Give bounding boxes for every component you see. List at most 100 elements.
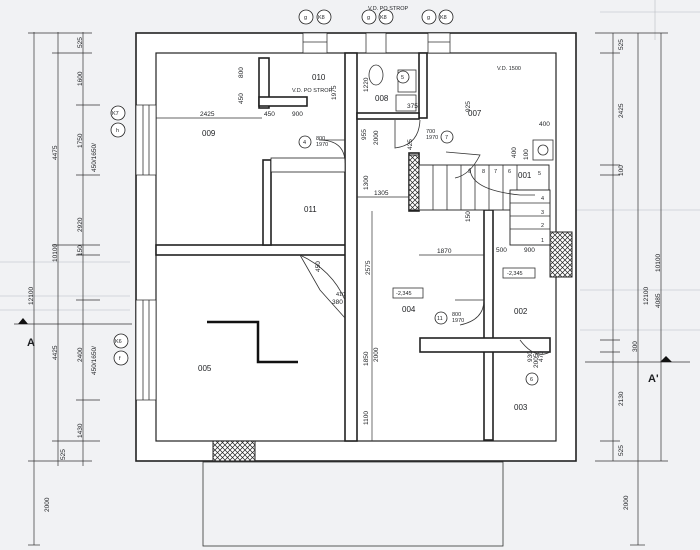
dim-400b: 400 xyxy=(511,147,518,158)
step-5: 5 xyxy=(538,171,541,177)
dim-2425: 2425 xyxy=(200,111,215,118)
note-vd-po-strop-1: V.D. PO STROP xyxy=(292,88,332,94)
grid-k8c: K8 xyxy=(440,15,447,21)
dim-left-10100: 10100 xyxy=(52,244,59,262)
dim-1975: 1975 xyxy=(331,85,338,100)
door-4: 4 xyxy=(303,140,306,146)
level-002: -2,345 xyxy=(507,271,523,277)
dim-left-12100: 12100 xyxy=(28,287,35,305)
dim-425: 425 xyxy=(407,139,414,150)
dim-450c: 450 xyxy=(315,261,322,272)
dim-400a: 400 xyxy=(539,121,550,128)
dim-left-525-bot: 525 xyxy=(60,449,67,460)
section-a-right: A' xyxy=(648,373,659,385)
dim-right-2000: 2000 xyxy=(623,495,630,510)
door-swings xyxy=(299,119,551,355)
dim-450b: 450 xyxy=(264,111,275,118)
step-1: 1 xyxy=(541,238,544,244)
dim-left-2920: 2920 xyxy=(77,217,84,232)
dim-900: 900 xyxy=(292,111,303,118)
dim-left-2000: 2000 xyxy=(44,497,51,512)
dim-930: 930 xyxy=(527,351,534,362)
dim-left-4425: 4425 xyxy=(52,345,59,360)
dim-right-4085: 4085 xyxy=(655,293,662,308)
dim-right-2130: 2130 xyxy=(618,391,625,406)
room-labels: 009 010 008 007 011 001 004 002 005 003 xyxy=(198,73,532,412)
dim-150a: 150 xyxy=(465,211,472,222)
dim-1850: 1850 xyxy=(363,351,370,366)
dim-left-1600: 1600 xyxy=(77,71,84,86)
grid-k7: K7 xyxy=(112,111,119,117)
interior-dimensions: 2425 800 450 450 900 1975 1220 375 925 2… xyxy=(156,67,550,441)
room-004: 004 xyxy=(402,305,416,314)
dim-2575: 2575 xyxy=(365,260,372,275)
dim-1305: 1305 xyxy=(374,190,389,197)
dim-1220: 1220 xyxy=(363,77,370,92)
dim-900b: 900 xyxy=(524,247,535,254)
dim-right-100: 100 xyxy=(618,165,625,176)
dim-2005: 2005 xyxy=(533,353,540,368)
dim-925: 925 xyxy=(465,101,472,112)
door-7: 7 xyxy=(445,135,448,141)
dim-955: 955 xyxy=(361,129,368,140)
dim-500: 500 xyxy=(496,247,507,254)
dim-right-525-bot: 525 xyxy=(618,445,625,456)
dim-100: 100 xyxy=(523,149,530,160)
dim-left-150: 150 xyxy=(77,245,84,256)
room-009: 009 xyxy=(202,129,216,138)
dim-1100: 1100 xyxy=(363,411,370,425)
step-6: 6 xyxy=(508,169,511,175)
grid-reference-markers: K7 h K6 f g K8 g K8 g K8 xyxy=(110,9,454,366)
stair-step-numbers: 1 2 3 4 5 6 7 8 9 xyxy=(468,169,544,244)
level-004: -2,345 xyxy=(396,291,412,297)
left-dimension-lines xyxy=(28,32,100,546)
room-001: 001 xyxy=(518,171,532,180)
background-grid xyxy=(0,0,700,331)
step-2: 2 xyxy=(541,223,544,229)
room-010: 010 xyxy=(312,73,326,82)
room-011: 011 xyxy=(304,205,317,214)
step-8: 8 xyxy=(482,169,485,175)
room-003: 003 xyxy=(514,403,528,412)
dim-right-525-top: 525 xyxy=(618,39,625,50)
dim-380: 380 xyxy=(332,299,343,306)
door-6: 6 xyxy=(530,377,533,383)
note-vd-po-strop-2: V.D. PO STROP xyxy=(368,6,408,12)
windows xyxy=(135,32,451,401)
section-a-left: A xyxy=(27,337,35,349)
window-notes: V.D. PO STROP V.D. PO STROP V.D. 1500 41… xyxy=(292,6,521,298)
step-4: 4 xyxy=(541,196,544,202)
dim-right-12100: 12100 xyxy=(643,287,650,305)
stove-symbol xyxy=(532,139,554,161)
step-9: 9 xyxy=(468,169,471,175)
grid-k8a: K8 xyxy=(318,15,325,21)
dim-375: 375 xyxy=(407,103,418,110)
right-dimension-labels: 12100 10100 4085 525 2425 100 300 2130 5… xyxy=(618,39,662,510)
dim-450a: 450 xyxy=(238,93,245,104)
terrace-outline xyxy=(202,461,504,547)
grid-k6: K6 xyxy=(115,339,122,345)
dim-right-2425: 2425 xyxy=(618,103,625,118)
grid-f: f xyxy=(119,356,121,362)
dim-right-300: 300 xyxy=(632,341,639,352)
room-007: 007 xyxy=(468,109,482,118)
dim-left-450-1650-a: 450/1650/ xyxy=(91,143,98,172)
grid-k8b: K8 xyxy=(380,15,387,21)
room-005: 005 xyxy=(198,364,212,373)
dim-1300: 1300 xyxy=(363,175,370,190)
note-h410: 410 xyxy=(336,292,345,298)
door-5: 5 xyxy=(401,75,404,81)
grid-h: h xyxy=(116,128,119,134)
dim-left-1750: 1750 xyxy=(77,133,84,148)
dim-left-525-top: 525 xyxy=(77,37,84,48)
dim-800: 800 xyxy=(238,67,245,78)
grid-g1: g xyxy=(304,15,307,21)
note-vd-1500: V.D. 1500 xyxy=(497,66,521,72)
right-dimension-lines xyxy=(595,32,668,546)
step-7: 7 xyxy=(494,169,497,175)
